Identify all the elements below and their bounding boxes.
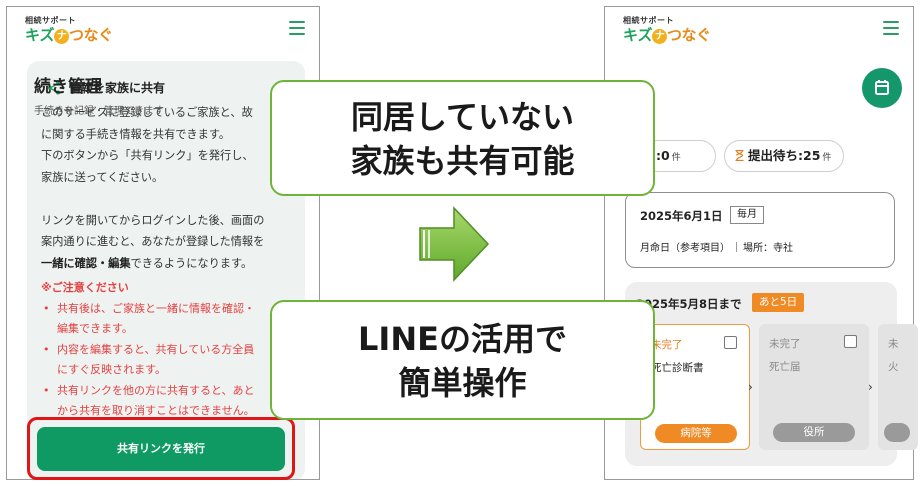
right-arrow-icon	[419, 206, 490, 282]
callout-family-share: 同居していない 家族も共有可能	[270, 80, 655, 196]
share-description: このサービスに登録しているご家族と、故 に関する手続き情報を共有できます。 下の…	[41, 102, 291, 274]
brand-name: キズナつなぐ	[25, 26, 113, 44]
task-place-tag	[884, 423, 910, 442]
brand-logo: 相続サポート キズナつなぐ	[623, 16, 711, 44]
task-status: 未	[888, 338, 899, 350]
task-card[interactable]: 未完了 死亡届 役所	[759, 324, 869, 450]
task-place-tag: 役所	[773, 423, 855, 442]
anniversary-detail: 月命日（参考項目）場所：寺社	[640, 242, 793, 254]
due-date-label: 2025年5月8日まで	[636, 297, 742, 311]
task-checkbox[interactable]	[844, 335, 857, 348]
calendar-icon	[875, 80, 889, 95]
brand-logo: 相続サポート キズナつなぐ	[25, 16, 113, 44]
task-status: 未完了	[651, 339, 683, 351]
callout-line: LINEの活用で	[358, 320, 567, 358]
task-card[interactable]: 未完了 死亡診断書 病院等	[640, 324, 750, 450]
chevron-right-icon: ›	[868, 380, 873, 394]
caution-title: ※ご注意ください	[41, 281, 129, 294]
brand-name: キズナつなぐ	[623, 26, 711, 44]
anniversary-card[interactable]: 2025年6月1日 毎月 月命日（参考項目）場所：寺社	[625, 192, 895, 268]
callout-line: 家族も共有可能	[350, 142, 575, 180]
brand-subtitle: 相続サポート	[623, 16, 674, 25]
left-phone-screen: 相続サポート キズナつなぐ 情報を家族に共有 このサービスに登録しているご家族と…	[6, 6, 320, 480]
task-card[interactable]: 未 火	[878, 324, 918, 450]
task-name: 火	[888, 361, 899, 373]
task-name: 死亡届	[769, 361, 801, 373]
link-line: 一緒に確認・編集できるようになります。	[41, 256, 253, 270]
hamburger-menu-icon[interactable]	[289, 21, 305, 35]
app-header: 相続サポート キズナつなぐ	[605, 7, 913, 53]
task-checkbox[interactable]	[724, 336, 737, 349]
recurrence-badge: 毎月	[730, 206, 764, 224]
task-name: 死亡診断書	[651, 362, 704, 374]
caution-item: 共有後は、ご家族と一緒に情報を確認・編集できます。	[43, 299, 291, 340]
issue-button-highlight: 共有リンクを発行	[27, 417, 295, 480]
hamburger-menu-icon[interactable]	[883, 21, 899, 35]
link-line: 案内通りに進むと、あなたが登録した情報を	[41, 235, 265, 248]
issue-share-link-button[interactable]: 共有リンクを発行	[37, 427, 285, 471]
bold-phrase: 一緒に確認・編集	[41, 256, 131, 270]
procedure-page-title: 続き管理	[34, 77, 102, 97]
task-status: 未完了	[769, 338, 801, 350]
intro-line: 家族に送ってください。	[41, 170, 164, 184]
app-header: 相続サポート キズナつなぐ	[7, 7, 319, 53]
brand-subtitle: 相続サポート	[25, 16, 76, 25]
anniversary-date: 2025年6月1日	[640, 209, 723, 223]
share-card-title: 情報を家族に共有	[69, 81, 166, 95]
hourglass-icon	[735, 150, 744, 161]
task-place-tag: 病院等	[655, 424, 737, 443]
intro-line: に関する手続き情報を共有できます。	[41, 127, 231, 141]
callout-line-usage: LINEの活用で 簡単操作	[270, 300, 655, 420]
share-info-card: 情報を家族に共有 このサービスに登録しているご家族と、故 に関する手続き情報を共…	[27, 61, 305, 479]
callout-line: 簡単操作	[398, 364, 527, 402]
intro-line: このサービスに登録しているご家族と、故	[41, 106, 253, 119]
link-line: リンクを開いてからログインした後、画面の	[41, 213, 265, 227]
chevron-right-icon: ›	[748, 380, 753, 394]
procedure-page-subtitle: 手続きを記録・管理できます	[34, 106, 164, 117]
intro-line: 下のボタンから「共有リンク」を発行し、	[41, 149, 254, 162]
calendar-button[interactable]	[862, 68, 902, 108]
share-icon	[48, 81, 60, 94]
days-left-badge: あと5日	[752, 293, 805, 312]
caution-section: ※ご注意ください 共有後は、ご家族と一緒に情報を確認・編集できます。 内容を編集…	[41, 278, 291, 422]
callout-line: 同居していない	[350, 98, 575, 136]
share-card-header: 情報を家族に共有	[47, 79, 291, 96]
